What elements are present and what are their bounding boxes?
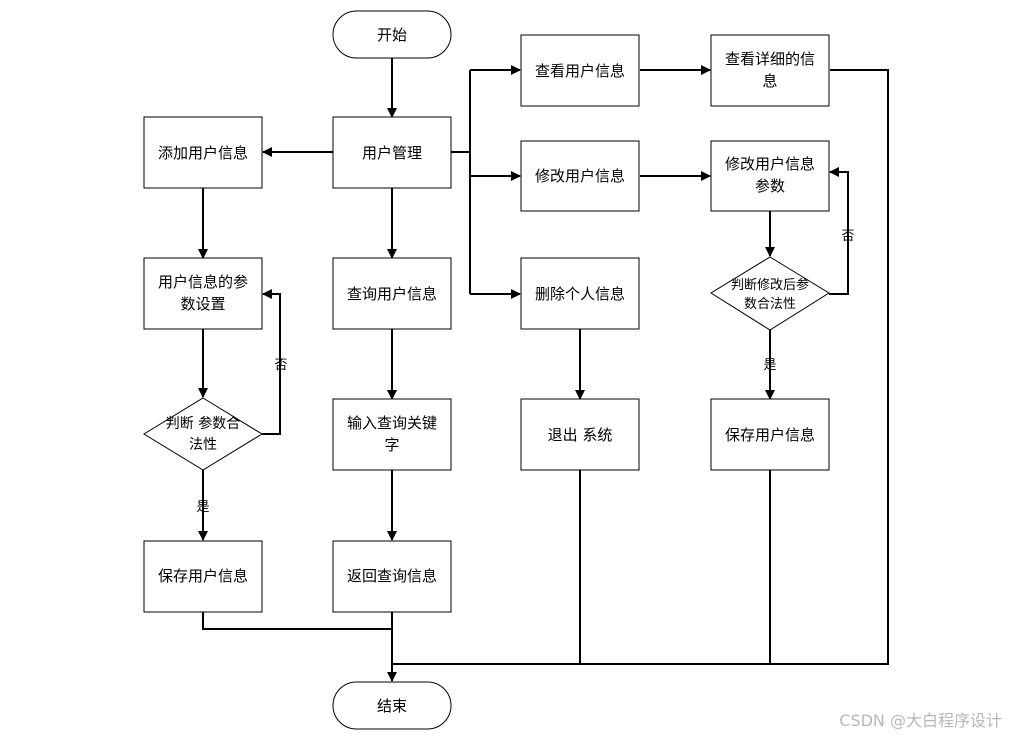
user-mgmt-node: 用户管理	[332, 116, 452, 189]
start-node: 开始	[332, 10, 452, 59]
modify-param-label-1: 修改用户信息	[725, 155, 815, 173]
view-user-node: 查看用户信息	[520, 34, 640, 107]
add-user-label: 添加用户信息	[158, 144, 248, 162]
delete-user-node: 删除个人信息	[520, 257, 640, 330]
save-left-label: 保存用户信息	[158, 567, 248, 585]
modify-param-label-2: 参数	[755, 177, 785, 195]
watermark: CSDN @大白程序设计	[839, 711, 1002, 730]
judge-validity-label-2: 法性	[189, 437, 217, 453]
return-query-label: 返回查询信息	[347, 567, 437, 585]
user-mgmt-label: 用户管理	[362, 144, 422, 162]
view-user-label: 查看用户信息	[535, 62, 625, 80]
view-detail-label-1: 查看详细的信	[725, 50, 815, 68]
exit-system-label: 退出 系统	[548, 426, 613, 444]
edge-label-no-left: 否	[274, 358, 287, 373]
end-node: 结束	[332, 681, 452, 730]
view-detail-label-2: 息	[762, 72, 777, 90]
edge-detail-merge	[392, 69, 889, 665]
param-settings-label-2: 数设置	[180, 295, 225, 313]
view-detail-node: 查看详细的信 息	[710, 34, 830, 107]
edge-save-left-merge	[202, 612, 392, 630]
delete-user-label: 删除个人信息	[535, 285, 625, 303]
connectors	[198, 58, 889, 682]
edge-judge-mod-no-loop	[829, 167, 849, 295]
edge-label-no-right: 否	[841, 229, 854, 244]
save-right-label: 保存用户信息	[725, 426, 815, 444]
input-keyword-node: 输入查询关键 字	[332, 398, 452, 471]
judge-validity-node: 判断 参数合 法性	[143, 397, 263, 471]
judge-validity-label-1: 判断 参数合	[166, 415, 240, 432]
end-label: 结束	[377, 697, 407, 715]
start-label: 开始	[377, 26, 407, 44]
query-user-label: 查询用户信息	[347, 285, 437, 303]
save-right-node: 保存用户信息	[710, 398, 830, 471]
return-query-node: 返回查询信息	[332, 540, 452, 613]
edge-judge-no-loop-left	[262, 289, 281, 435]
judge-modify-label-1: 判断修改后参	[731, 277, 809, 293]
save-left-node: 保存用户信息	[143, 540, 263, 613]
judge-modify-node: 判断修改后参 数合法性	[710, 256, 830, 331]
edge-label-yes-right: 是	[763, 358, 776, 373]
input-keyword-label-1: 输入查询关键	[347, 414, 437, 432]
judge-modify-label-2: 数合法性	[744, 297, 796, 312]
query-user-node: 查询用户信息	[332, 257, 452, 330]
input-keyword-label-2: 字	[384, 436, 399, 454]
modify-user-label: 修改用户信息	[535, 167, 625, 185]
param-settings-node: 用户信息的参 数设置	[143, 257, 263, 330]
edge-label-yes-left: 是	[196, 500, 209, 515]
exit-system-node: 退出 系统	[520, 398, 640, 471]
add-user-node: 添加用户信息	[143, 116, 263, 189]
modify-user-node: 修改用户信息	[520, 140, 640, 212]
modify-param-node: 修改用户信息 参数	[710, 140, 830, 212]
param-settings-label-1: 用户信息的参	[158, 273, 248, 291]
